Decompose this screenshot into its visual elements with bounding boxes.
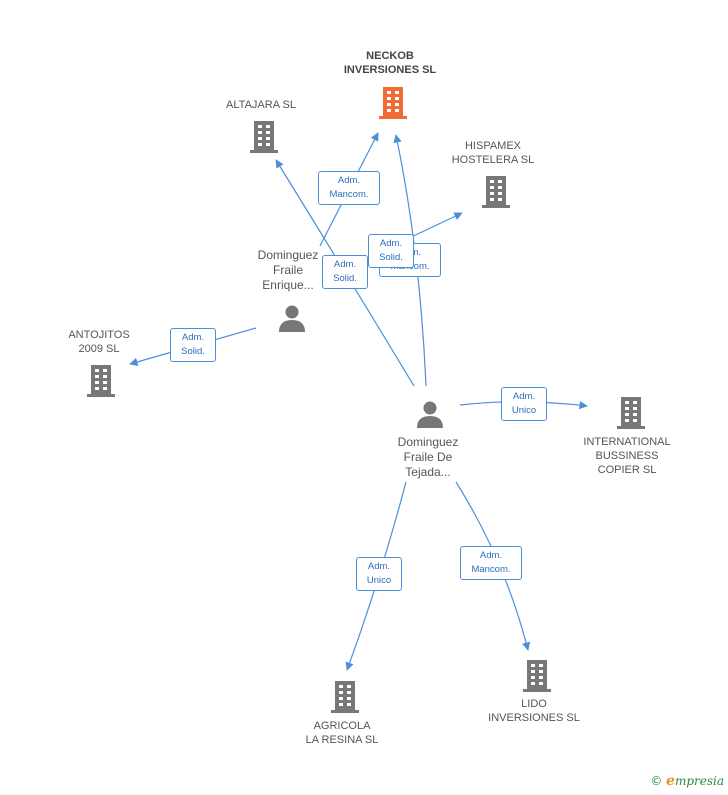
relation-label-enrique-antojitos[interactable]: Adm. Solid. xyxy=(170,328,216,362)
building-icon-lido[interactable] xyxy=(521,658,553,692)
person-label-tejada[interactable]: Dominguez Fraile De Tejada... xyxy=(397,435,459,479)
brand-name: mpresia xyxy=(674,774,724,788)
company-label-antojitos[interactable]: ANTOJITOS 2009 SL xyxy=(68,329,130,355)
person-icon-tejada[interactable] xyxy=(415,399,445,429)
person-icon-enrique[interactable] xyxy=(277,303,307,333)
relation-label-hispamex[interactable]: Adm. Solid. xyxy=(368,234,414,268)
building-icon-altajara[interactable] xyxy=(248,119,280,153)
relation-label-enrique-neckob[interactable]: Adm. Mancom. xyxy=(318,171,380,205)
relation-label-tejada-international[interactable]: Adm. Unico xyxy=(501,387,547,421)
building-icon-international[interactable] xyxy=(615,395,647,429)
company-label-neckob[interactable]: NECKOB INVERSIONES SL xyxy=(343,50,437,76)
building-icon-neckob[interactable] xyxy=(377,85,409,119)
relation-label-tejada-lido[interactable]: Adm. Mancom. xyxy=(460,546,522,580)
company-label-altajara[interactable]: ALTAJARA SL xyxy=(226,99,296,111)
company-label-agricola[interactable]: AGRICOLA LA RESINA SL xyxy=(305,720,379,746)
building-icon-antojitos[interactable] xyxy=(85,363,117,397)
brand-initial: e xyxy=(666,773,675,789)
edge-to-hispamex xyxy=(404,212,463,241)
building-icon-hispamex[interactable] xyxy=(480,174,512,208)
empresia-logo[interactable]: © empresia xyxy=(650,773,724,789)
person-label-enrique[interactable]: Dominguez Fraile Enrique... xyxy=(257,248,319,292)
relation-label-tejada-agricola[interactable]: Adm. Unico xyxy=(356,557,402,591)
company-label-hispamex[interactable]: HISPAMEX HOSTELERA SL xyxy=(451,140,535,166)
building-icon-agricola[interactable] xyxy=(329,679,361,713)
company-label-international[interactable]: INTERNATIONAL BUSSINESS COPIER SL xyxy=(583,436,671,476)
copyright-symbol: © xyxy=(650,774,663,788)
company-label-lido[interactable]: LIDO INVERSIONES SL xyxy=(488,698,580,724)
relation-label-tejada-altajara[interactable]: Adm. Solid. xyxy=(322,255,368,289)
